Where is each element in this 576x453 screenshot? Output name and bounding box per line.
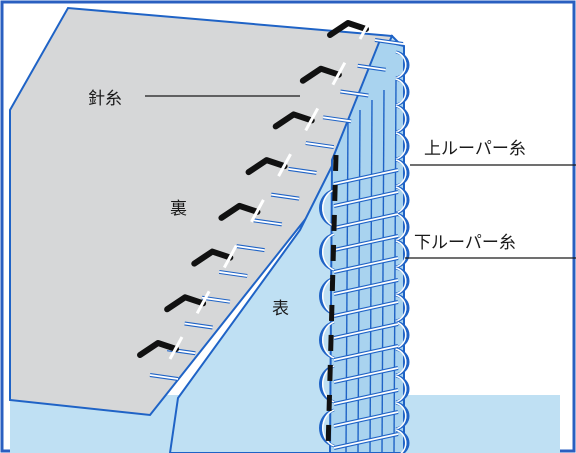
needle-stitch-highlight — [168, 336, 184, 360]
lower-loop-inner — [322, 409, 335, 447]
needle-thread-line — [325, 154, 339, 451]
needle-stitch — [164, 294, 207, 313]
looper-loop-inner — [395, 213, 407, 241]
fold-strand-inner — [288, 167, 317, 174]
strand-inner — [333, 257, 399, 273]
strand-inner — [333, 345, 399, 361]
needle-stitch — [191, 248, 234, 267]
looper-loop-inner — [395, 294, 407, 322]
upper-looper-thread-label: 上ルーパー糸 — [424, 139, 526, 159]
rib-line — [345, 119, 349, 453]
needle-stitch — [245, 157, 288, 176]
needle-stitch-highlight — [195, 290, 211, 315]
strand-inner — [333, 389, 399, 405]
fold-strand-inner — [236, 245, 265, 252]
looper-loop-inner — [395, 267, 407, 295]
upper-looper-loops — [319, 50, 410, 453]
fold-strand-inner — [271, 193, 300, 200]
fold-strand-inner — [305, 142, 334, 148]
lower-looper-thread-label: 下ルーパー糸 — [414, 233, 516, 253]
looper-loop-inner — [395, 240, 407, 268]
looper-loop-inner — [395, 105, 407, 133]
needle-stitch-highlight — [304, 107, 320, 132]
looper-loop-inner — [395, 159, 407, 187]
looper-loop-inner — [395, 375, 407, 403]
strand-inner — [333, 213, 399, 229]
lower-loop-inner — [322, 321, 335, 359]
strand-inner — [333, 433, 399, 449]
rib-line — [357, 109, 361, 453]
strand-inner — [333, 367, 399, 383]
lower-loop-inner — [322, 233, 335, 271]
fold-strand-inner — [253, 219, 282, 226]
needle-stitch — [137, 340, 179, 358]
needle-thread-label: 針糸 — [88, 89, 122, 109]
rib-line — [369, 99, 373, 453]
looper-loop-inner — [395, 348, 407, 376]
needle-stitch-highlight — [331, 61, 347, 86]
needle-thread-stitches — [137, 16, 374, 360]
fold-strand-inner — [322, 116, 352, 123]
front-side-label: 表 — [272, 299, 289, 319]
fold-strand-inner — [149, 374, 179, 380]
looper-loop-inner — [395, 51, 407, 79]
looper-loop-inner — [395, 186, 407, 214]
strand-inner — [333, 323, 399, 339]
needle-stitch — [299, 65, 342, 84]
needle-stitch-highlight — [222, 244, 238, 269]
strand-inner — [333, 411, 399, 427]
strand-inner — [333, 301, 399, 317]
needle-stitch — [327, 20, 369, 38]
needle-stitch-highlight — [277, 153, 292, 177]
back-side-label: 裏 — [170, 198, 187, 219]
strand-inner — [333, 279, 399, 295]
needle-stitch-highlight — [250, 199, 265, 223]
looper-loop-inner — [395, 402, 407, 430]
strand-inner — [333, 235, 399, 251]
fold-strand-inner — [357, 64, 386, 71]
strand-inner — [333, 191, 399, 207]
looper-loop-inner — [395, 429, 407, 453]
looper-loop-inner — [395, 78, 407, 106]
needle-stitch — [272, 111, 315, 130]
strand-inner — [333, 169, 399, 185]
looper-loop-inner — [395, 132, 407, 160]
fold-strand-inner — [184, 322, 213, 329]
fold-strand-inner — [340, 90, 369, 97]
needle-stitch-highlight — [358, 16, 374, 40]
lower-loop-inner — [322, 189, 335, 227]
fold-strand-inner — [374, 39, 404, 45]
needle-stitch — [218, 202, 261, 221]
fold-strand-inner — [219, 271, 248, 277]
looper-loop-inner — [395, 321, 407, 349]
